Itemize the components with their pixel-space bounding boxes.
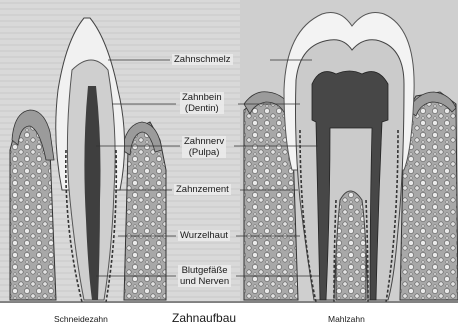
label-enamel: Zahnschmelz bbox=[172, 54, 233, 65]
label-vessels-line2: und Nerven bbox=[180, 276, 229, 287]
caption-molar: Mahlzahn bbox=[328, 314, 365, 324]
label-cementum-text: Zahnzement bbox=[176, 184, 229, 195]
caption-incisor: Schneidezahn bbox=[54, 314, 108, 324]
label-periodontium-text: Wurzelhaut bbox=[180, 230, 228, 241]
label-pulp-line1: Zahnnerv bbox=[184, 136, 224, 147]
label-dentin-line1: Zahnbein bbox=[182, 92, 222, 103]
label-dentin-line2: (Dentin) bbox=[182, 103, 222, 114]
label-vessels: Blutgefäße und Nerven bbox=[178, 265, 231, 287]
diagram-title: Zahnaufbau bbox=[172, 311, 236, 325]
label-pulp: Zahnnerv (Pulpa) bbox=[182, 136, 226, 158]
label-cementum: Zahnzement bbox=[174, 184, 231, 195]
label-pulp-line2: (Pulpa) bbox=[184, 147, 224, 158]
label-vessels-line1: Blutgefäße bbox=[180, 265, 229, 276]
label-dentin: Zahnbein (Dentin) bbox=[180, 92, 224, 114]
label-periodontium: Wurzelhaut bbox=[178, 230, 230, 241]
label-enamel-text: Zahnschmelz bbox=[174, 54, 231, 65]
